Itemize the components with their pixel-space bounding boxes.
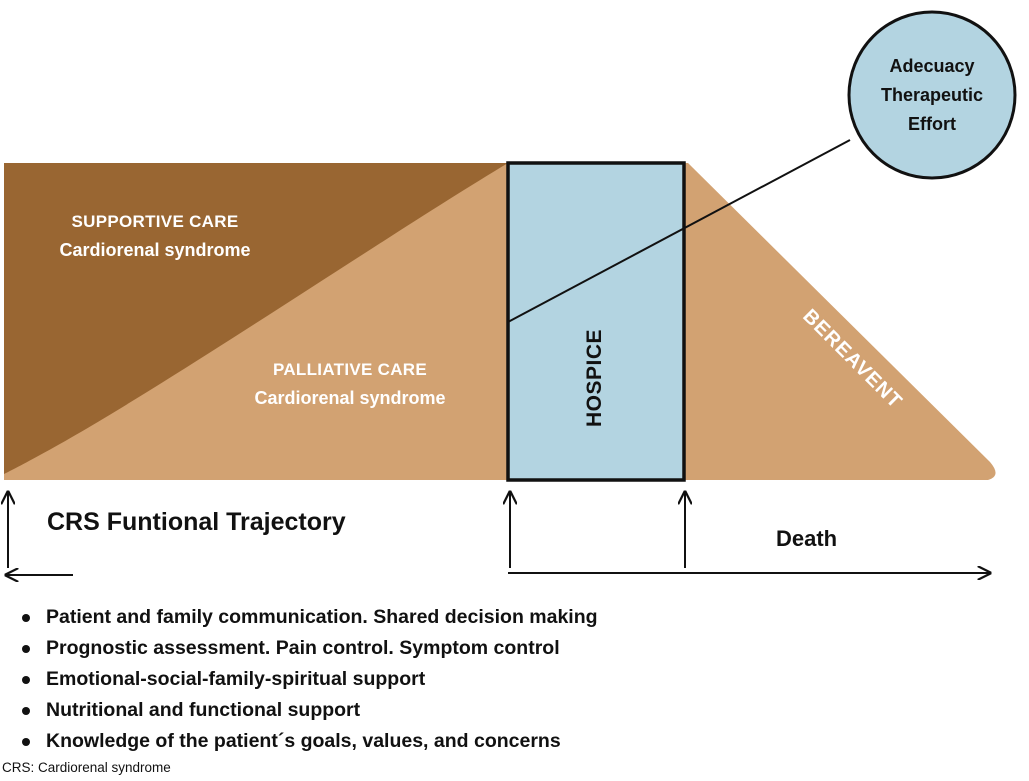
hospice-label: HOSPICE <box>583 328 606 428</box>
bereavement-region <box>684 163 996 480</box>
death-label: Death <box>776 526 838 551</box>
palliative-care-label: PALLIATIVE CARE Cardiorenal syndrome <box>220 356 480 412</box>
footnote: CRS: Cardiorenal syndrome <box>2 760 171 775</box>
list-item: Emotional-social-family-spiritual suppor… <box>14 664 598 695</box>
supportive-care-label: SUPPORTIVE CARE Cardiorenal syndrome <box>20 208 290 264</box>
list-item: Knowledge of the patient´s goals, values… <box>14 726 598 757</box>
connector-line <box>507 139 851 323</box>
trajectory-label: CRS Funtional Trajectory <box>47 508 346 536</box>
palliative-care-title: PALLIATIVE CARE <box>272 360 428 379</box>
supportive-care-region <box>4 163 508 474</box>
supportive-care-title: SUPPORTIVE CARE <box>71 212 239 231</box>
circle-line-1: Adecuacy <box>889 56 975 76</box>
circle-line-3: Effort <box>908 114 956 134</box>
list-item: Nutritional and functional support <box>14 695 598 726</box>
care-bullet-list: Patient and family communication. Shared… <box>14 602 598 757</box>
list-item: Patient and family communication. Shared… <box>14 602 598 633</box>
therapeutic-effort-label: Adecuacy Therapeutic Effort <box>851 52 1013 139</box>
supportive-care-subtitle: Cardiorenal syndrome <box>59 240 251 260</box>
hospice-box <box>506 161 686 482</box>
circle-line-2: Therapeutic <box>880 85 984 105</box>
therapeutic-effort-circle <box>847 10 1017 180</box>
palliative-care-subtitle: Cardiorenal syndrome <box>254 388 446 408</box>
list-item: Prognostic assessment. Pain control. Sym… <box>14 633 598 664</box>
